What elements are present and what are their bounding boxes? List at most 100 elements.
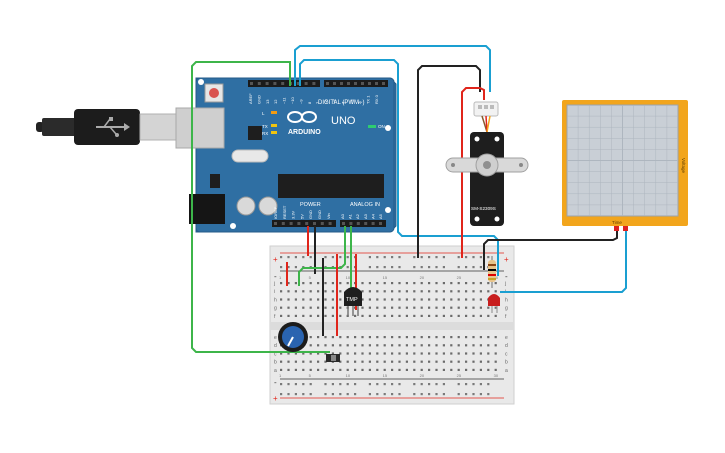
terminal-hole[interactable] xyxy=(413,336,416,339)
rail-hole[interactable] xyxy=(339,383,342,386)
rail-hole[interactable] xyxy=(294,256,297,259)
terminal-hole[interactable] xyxy=(368,344,371,347)
rail-hole[interactable] xyxy=(472,256,475,259)
header-socket[interactable] xyxy=(347,82,350,85)
terminal-hole[interactable] xyxy=(494,360,497,363)
terminal-hole[interactable] xyxy=(294,360,297,363)
terminal-hole[interactable] xyxy=(413,360,416,363)
header-socket[interactable] xyxy=(274,222,277,225)
terminal-hole[interactable] xyxy=(376,306,379,309)
terminal-hole[interactable] xyxy=(405,282,408,285)
terminal-hole[interactable] xyxy=(457,344,460,347)
terminal-hole[interactable] xyxy=(428,298,431,301)
temperature-sensor[interactable]: TMP xyxy=(344,287,362,316)
terminal-hole[interactable] xyxy=(339,290,342,293)
terminal-hole[interactable] xyxy=(339,336,342,339)
terminal-hole[interactable] xyxy=(324,360,327,363)
rail-hole[interactable] xyxy=(428,256,431,259)
terminal-hole[interactable] xyxy=(450,336,453,339)
rail-hole[interactable] xyxy=(398,266,401,269)
terminal-hole[interactable] xyxy=(361,314,364,317)
terminal-hole[interactable] xyxy=(465,290,468,293)
terminal-hole[interactable] xyxy=(413,282,416,285)
terminal-hole[interactable] xyxy=(398,336,401,339)
terminal-hole[interactable] xyxy=(472,344,475,347)
rail-hole[interactable] xyxy=(324,256,327,259)
terminal-hole[interactable] xyxy=(405,306,408,309)
terminal-hole[interactable] xyxy=(317,368,320,371)
rail-hole[interactable] xyxy=(280,383,283,386)
header-socket[interactable] xyxy=(273,82,277,85)
terminal-hole[interactable] xyxy=(391,290,394,293)
rail-hole[interactable] xyxy=(472,266,475,269)
terminal-hole[interactable] xyxy=(339,368,342,371)
terminal-hole[interactable] xyxy=(413,368,416,371)
terminal-hole[interactable] xyxy=(405,290,408,293)
terminal-hole[interactable] xyxy=(317,290,320,293)
servo-motor[interactable]: SM-S2309S xyxy=(445,101,529,226)
rail-hole[interactable] xyxy=(376,393,379,396)
terminal-hole[interactable] xyxy=(450,368,453,371)
header-socket[interactable] xyxy=(356,222,360,225)
terminal-hole[interactable] xyxy=(331,336,334,339)
terminal-hole[interactable] xyxy=(442,344,445,347)
terminal-hole[interactable] xyxy=(294,306,297,309)
terminal-hole[interactable] xyxy=(324,344,327,347)
header-socket[interactable] xyxy=(320,222,324,225)
rail-hole[interactable] xyxy=(442,393,445,396)
terminal-hole[interactable] xyxy=(428,314,431,317)
wire-blue-scope-signal[interactable] xyxy=(500,228,627,293)
terminal-hole[interactable] xyxy=(287,298,290,301)
terminal-hole[interactable] xyxy=(435,360,438,363)
rail-hole[interactable] xyxy=(420,383,423,386)
terminal-hole[interactable] xyxy=(339,306,342,309)
rail-hole[interactable] xyxy=(280,266,283,269)
terminal-hole[interactable] xyxy=(487,306,490,309)
rail-hole[interactable] xyxy=(339,393,342,396)
header-socket[interactable] xyxy=(333,82,336,85)
terminal-hole[interactable] xyxy=(405,298,408,301)
terminal-hole[interactable] xyxy=(465,282,468,285)
terminal-hole[interactable] xyxy=(324,290,327,293)
rail-hole[interactable] xyxy=(465,256,468,259)
header-socket[interactable] xyxy=(305,222,309,225)
header-socket[interactable] xyxy=(326,82,329,85)
rail-hole[interactable] xyxy=(435,266,438,269)
terminal-hole[interactable] xyxy=(413,298,416,301)
terminal-hole[interactable] xyxy=(317,344,320,347)
terminal-hole[interactable] xyxy=(391,298,394,301)
terminal-hole[interactable] xyxy=(280,282,283,285)
rail-hole[interactable] xyxy=(346,393,349,396)
terminal-hole[interactable] xyxy=(494,314,497,317)
terminal-hole[interactable] xyxy=(428,352,431,355)
terminal-hole[interactable] xyxy=(294,314,297,317)
terminal-hole[interactable] xyxy=(376,314,379,317)
terminal-hole[interactable] xyxy=(368,314,371,317)
terminal-hole[interactable] xyxy=(428,306,431,309)
rail-hole[interactable] xyxy=(391,383,394,386)
rail-hole[interactable] xyxy=(287,393,290,396)
terminal-hole[interactable] xyxy=(383,352,386,355)
terminal-hole[interactable] xyxy=(361,360,364,363)
terminal-hole[interactable] xyxy=(465,314,468,317)
terminal-hole[interactable] xyxy=(294,282,297,285)
terminal-hole[interactable] xyxy=(339,344,342,347)
terminal-hole[interactable] xyxy=(457,306,460,309)
terminal-hole[interactable] xyxy=(383,360,386,363)
terminal-hole[interactable] xyxy=(391,314,394,317)
terminal-hole[interactable] xyxy=(487,282,490,285)
rail-hole[interactable] xyxy=(435,383,438,386)
rail-hole[interactable] xyxy=(309,393,312,396)
terminal-hole[interactable] xyxy=(457,314,460,317)
terminal-hole[interactable] xyxy=(368,306,371,309)
terminal-hole[interactable] xyxy=(346,360,349,363)
terminal-hole[interactable] xyxy=(472,336,475,339)
rail-hole[interactable] xyxy=(398,383,401,386)
terminal-hole[interactable] xyxy=(383,314,386,317)
terminal-hole[interactable] xyxy=(280,314,283,317)
terminal-hole[interactable] xyxy=(435,290,438,293)
terminal-hole[interactable] xyxy=(309,352,312,355)
rail-hole[interactable] xyxy=(339,256,342,259)
terminal-hole[interactable] xyxy=(435,282,438,285)
terminal-hole[interactable] xyxy=(472,314,475,317)
